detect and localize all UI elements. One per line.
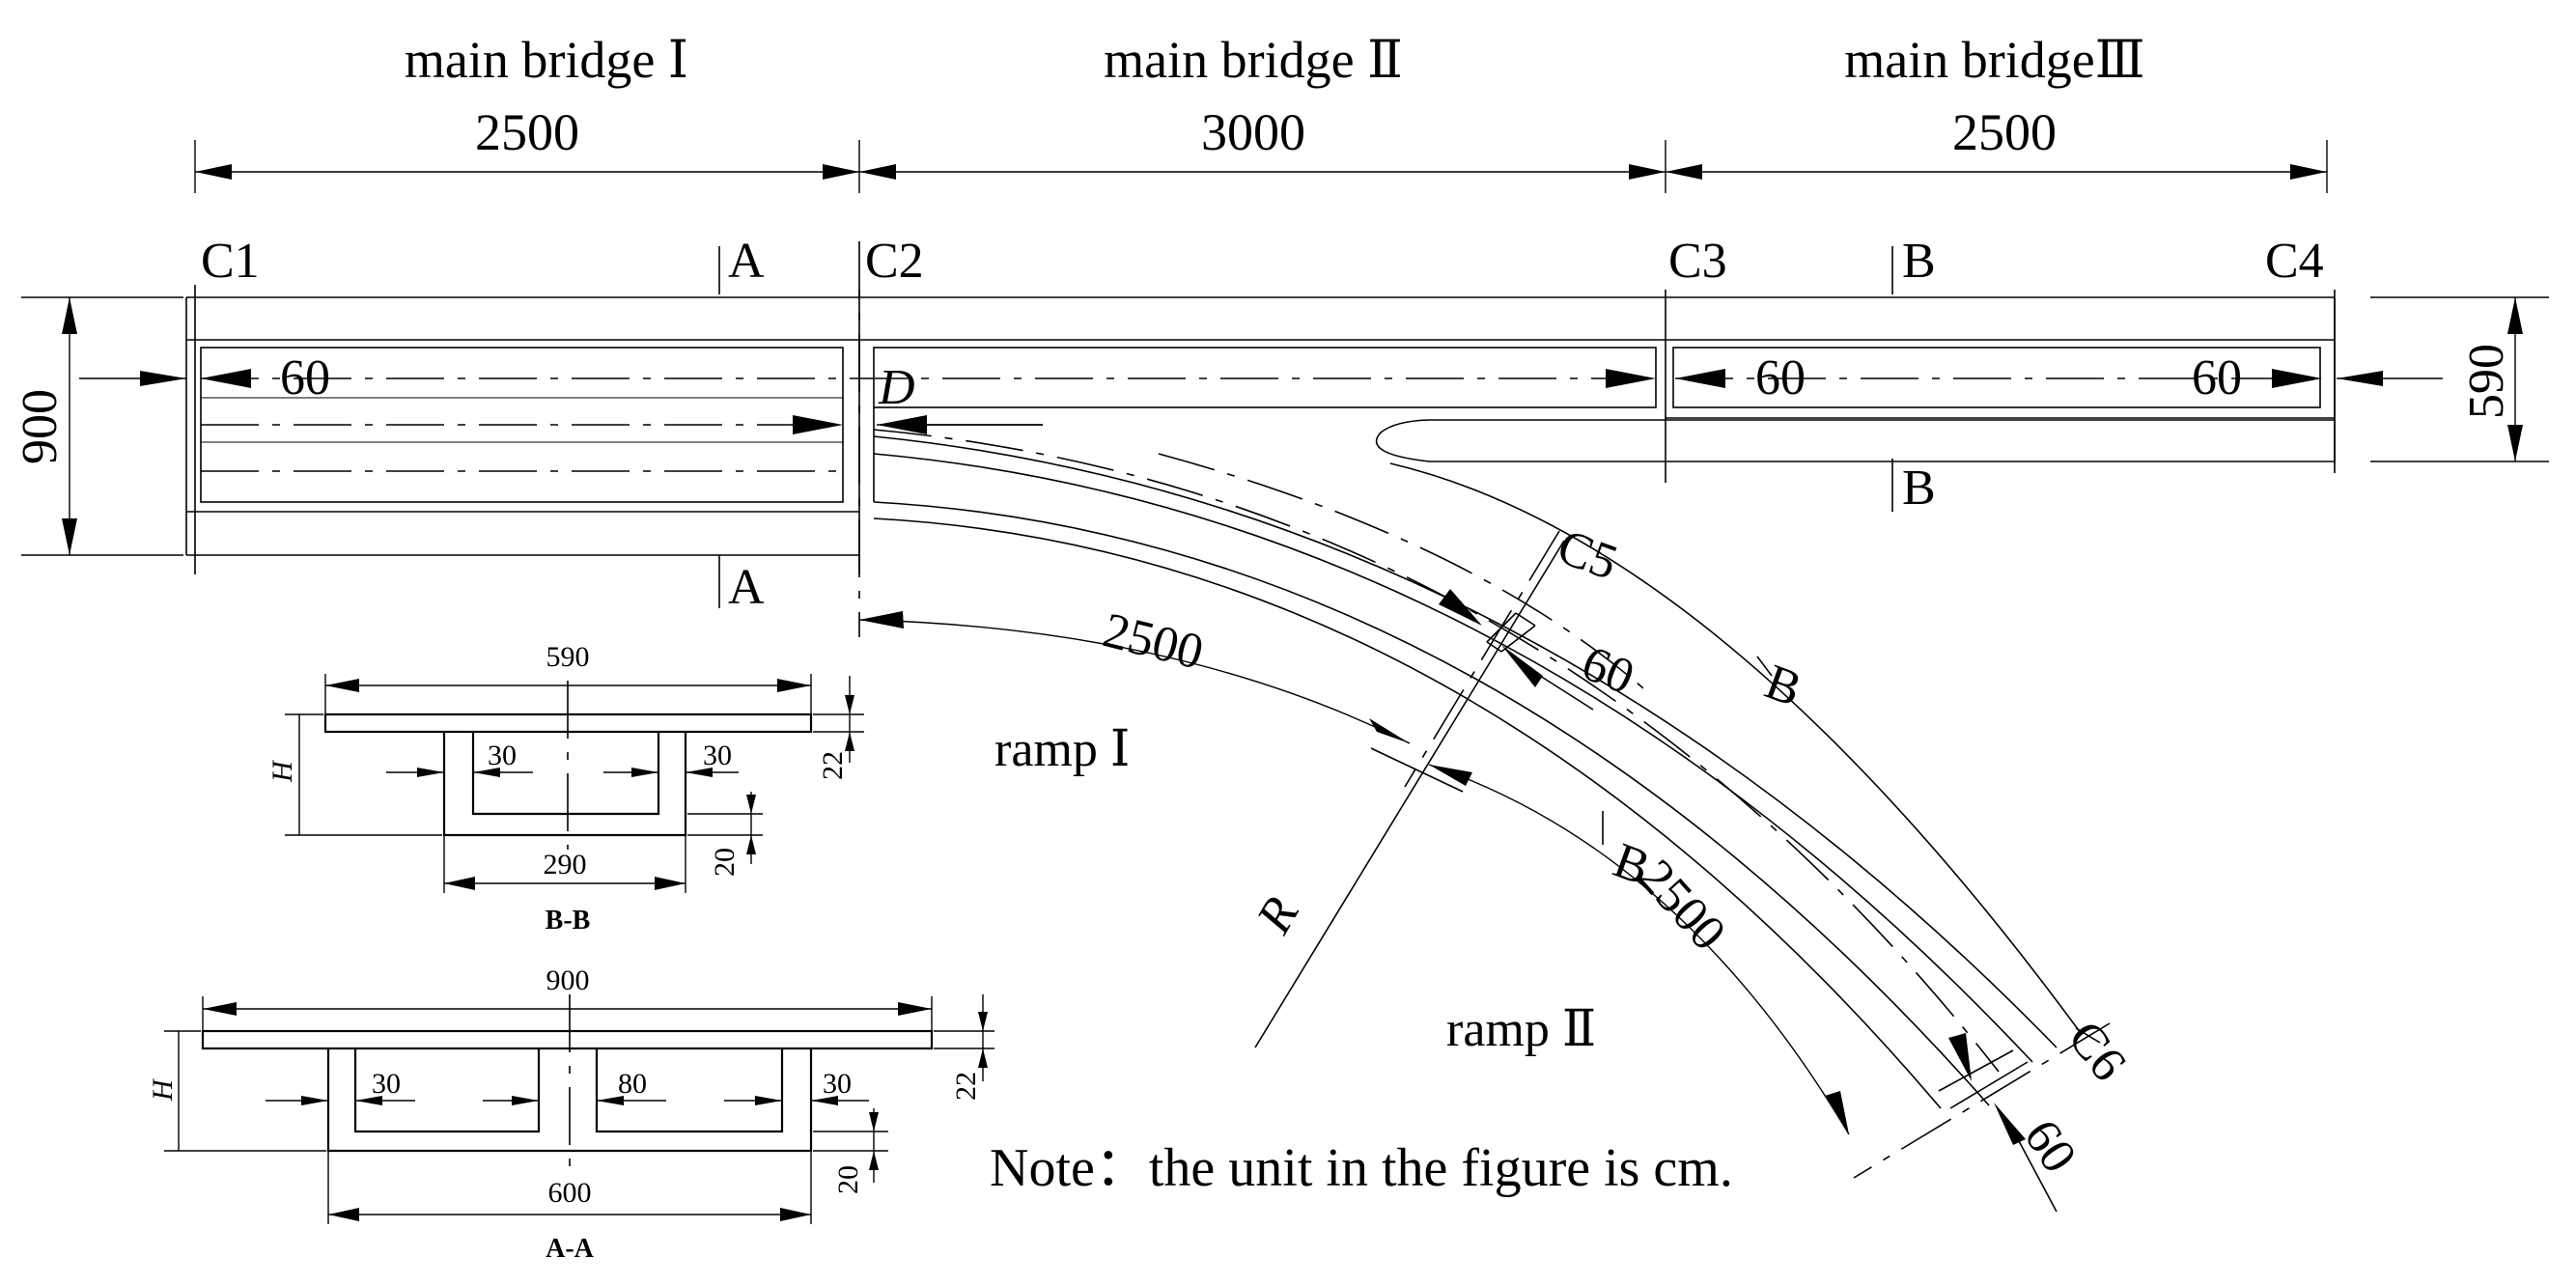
ramp-length-dimensions [858,611,1850,1135]
aa-bottom-width: 600 [548,1177,592,1209]
section-b-top-label: B [1902,234,1936,289]
aa-height: H [147,1077,179,1102]
aa-title: A-A [546,1234,595,1264]
bb-bottom-thickness: 20 [709,848,741,877]
main-bridge-3-length: 2500 [1952,103,2057,161]
bb-bottom-width: 290 [544,849,587,880]
section-a-top-label: A [728,234,765,289]
support-c2-label: C2 [865,234,924,289]
offset-60-main1: 60 [280,350,330,405]
width-900-dimension [21,296,186,556]
main-bridge-1-length: 2500 [475,103,579,161]
main-bridge-2-length: 3000 [1201,103,1305,161]
bb-deck-width: 590 [546,641,590,673]
ramp-2-label: ramp Ⅱ [1446,1002,1596,1057]
main-bridge-2-title: main bridge Ⅱ [1104,31,1403,89]
section-b-main-label: B [1902,461,1936,516]
offset-60-main3-right: 60 [2192,350,2242,405]
point-d-label: D [878,360,915,415]
aa-web-right: 30 [823,1068,852,1100]
bb-web-right: 30 [703,740,732,771]
section-a-bottom-label: A [728,560,765,615]
bb-height: H [266,759,298,783]
ramp-1-label: ramp Ⅰ [994,722,1130,777]
aa-web-mid: 80 [618,1068,647,1100]
offset-60-main3-left: 60 [1755,350,1806,405]
main-bridge-1-title: main bridge Ⅰ [405,31,688,89]
aa-bottom-thickness: 20 [832,1165,864,1194]
unit-note: Note：the unit in the figure is cm. [990,1138,1733,1198]
section-b-ramp-top-label: B [1758,655,1808,717]
main-bridge-3-title: main bridgeⅢ [1844,31,2145,89]
bb-deck-thickness: 22 [817,751,849,780]
support-c4-label: C4 [2265,234,2324,289]
width-900-label: 900 [13,389,68,464]
aa-deck-width: 900 [546,964,590,996]
aa-deck-thickness: 22 [950,1072,982,1101]
span-dimension-chain [194,140,2328,193]
aa-web-left: 30 [372,1068,401,1100]
radius-label: R [1246,888,1310,943]
support-c1-label: C1 [201,234,260,289]
width-590-dimension [2337,296,2549,462]
ramp-1-length: 2500 [1098,602,1209,680]
ramp-plan [873,424,2111,1213]
main-bridge-plan [185,241,2336,637]
support-c6-label: C6 [2058,1011,2137,1091]
offset-60-c6: 60 [2013,1110,2086,1183]
width-590-label: 590 [2459,344,2514,419]
section-bb-drawing [285,674,864,893]
bb-web-left: 30 [488,740,517,771]
section-aa-drawing [164,994,994,1224]
offset-60-c5: 60 [1575,635,1642,705]
section-b-ramp-cut-top [1756,656,1773,677]
support-c3-label: C3 [1668,234,1727,289]
bb-title: B-B [546,906,591,936]
